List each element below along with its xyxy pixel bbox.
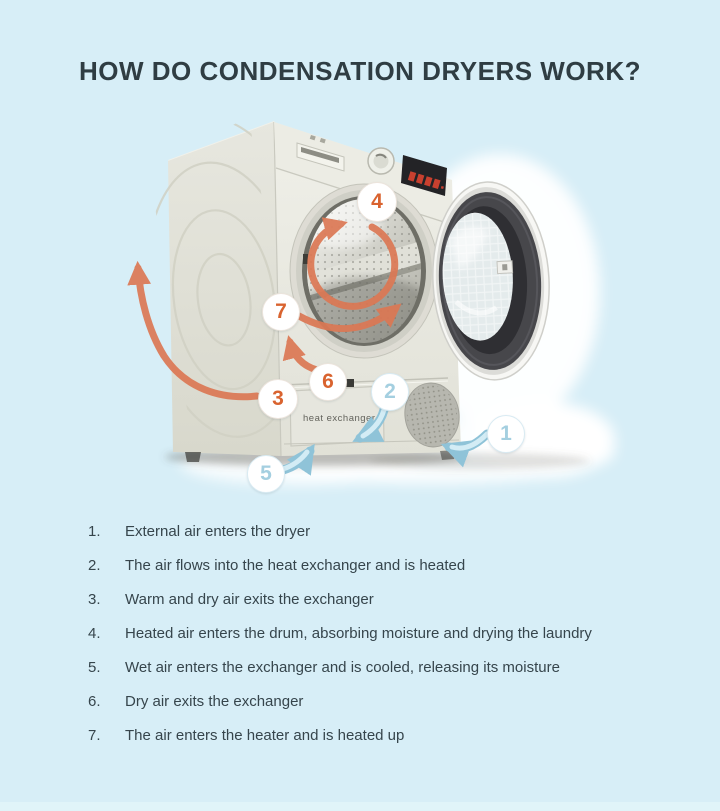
side-panel xyxy=(168,122,281,456)
step-number: 2. xyxy=(88,557,101,574)
steps-list: 1. External air enters the dryer 2. The ai… xyxy=(88,523,660,761)
callout-3-number: 3 xyxy=(272,387,284,410)
callout-4: 4 xyxy=(357,182,397,222)
step-number: 1. xyxy=(88,523,101,540)
step-text: Warm and dry air exits the exchanger xyxy=(125,591,374,608)
glass-highlight xyxy=(449,225,490,270)
step-text: The air enters the heater and is heated … xyxy=(125,727,405,744)
page-title: HOW DO CONDENSATION DRYERS WORK? xyxy=(79,56,641,86)
heater-to-drum-arrow xyxy=(295,303,402,333)
step-text: External air enters the dryer xyxy=(125,523,311,540)
step-item-6: 6. Dry air exits the exchanger xyxy=(88,693,660,711)
callout-2-number: 2 xyxy=(384,380,396,403)
warm-exit-arrow xyxy=(127,260,261,401)
heat-exchanger-label: heat exchanger xyxy=(303,413,376,424)
step-text: Dry air exits the exchanger xyxy=(125,693,304,710)
callout-7-number: 7 xyxy=(275,300,287,323)
callout-6-number: 6 xyxy=(322,370,334,393)
step-number: 4. xyxy=(88,625,101,642)
step-text: The air flows into the heat exchanger an… xyxy=(125,557,466,574)
callout-5: 5 xyxy=(247,455,285,493)
foot xyxy=(185,452,201,462)
panel-mark xyxy=(319,137,326,144)
step-item-1: 1. External air enters the dryer xyxy=(88,523,660,541)
step-number: 6. xyxy=(88,693,101,710)
dryer-door xyxy=(432,181,550,381)
drum-latch xyxy=(303,254,308,264)
step-item-3: 3. Warm and dry air exits the exchanger xyxy=(88,591,660,609)
panel-mark xyxy=(309,134,316,141)
step-number: 7. xyxy=(88,727,101,744)
drum-circulation-arrow xyxy=(307,217,399,310)
lint-drawer-slot xyxy=(301,147,339,163)
knob-mark xyxy=(375,153,387,159)
callout-5-number: 5 xyxy=(260,462,272,485)
callout-2: 2 xyxy=(371,373,409,411)
air-grille xyxy=(404,382,460,448)
callout-7: 7 xyxy=(262,293,300,331)
callout-6: 6 xyxy=(309,363,347,401)
step-number: 3. xyxy=(88,591,101,608)
step-item-2: 2. The air flows into the heat exchanger … xyxy=(88,557,660,575)
step-item-7: 7. The air enters the heater and is heate… xyxy=(88,727,660,745)
callout-1-number: 1 xyxy=(500,422,512,445)
callout-4-number: 4 xyxy=(371,190,383,213)
step-item-5: 5. Wet air enters the exchanger and is co… xyxy=(88,659,660,677)
step-text: Heated air enters the drum, absorbing mo… xyxy=(125,625,592,642)
step-item-4: 4. Heated air enters the drum, absorbing … xyxy=(88,625,660,643)
callout-3: 3 xyxy=(258,379,298,419)
step-text: Wet air enters the exchanger and is cool… xyxy=(125,659,560,676)
display-digits xyxy=(407,171,444,190)
step-number: 5. xyxy=(88,659,101,676)
flap-latch xyxy=(345,379,354,387)
footer-strip xyxy=(0,802,720,811)
callout-1: 1 xyxy=(487,415,525,453)
